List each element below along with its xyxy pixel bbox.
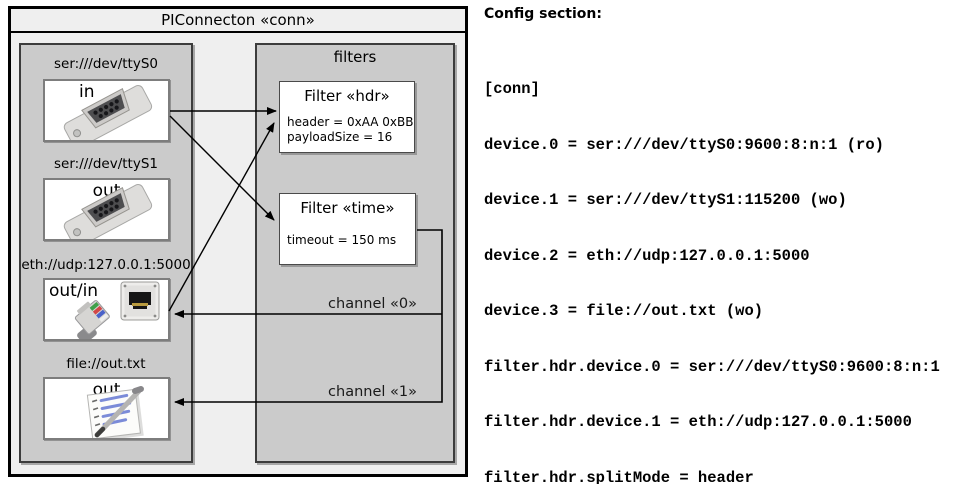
device-box-udp: out/in	[43, 278, 170, 341]
device-box-file: out	[43, 377, 170, 440]
config-line: filter.hdr.device.1 = eth://udp:127.0.0.…	[484, 413, 912, 431]
device-direction-label: out/in	[49, 281, 99, 301]
filter-title: Filter «hdr»	[304, 87, 390, 105]
config-line: filter.hdr.splitMode = header	[484, 468, 754, 484]
ethernet-connector-icon	[74, 281, 160, 339]
notepad-pen-icon	[86, 386, 144, 438]
config-line: device.0 = ser:///dev/ttyS0:9600:8:n:1 (…	[484, 135, 884, 154]
serial-connector-icon	[63, 184, 153, 239]
title-separator	[10, 31, 466, 33]
device-url-label: ser:///dev/ttyS1	[54, 156, 158, 172]
serial-connector-icon	[63, 85, 153, 140]
config-listing: [conn] device.0 = ser:///dev/ttyS0:9600:…	[484, 43, 949, 484]
config-line: device.1 = ser:///dev/ttyS1:115200 (wo)	[484, 191, 847, 209]
device-url-label: file://out.txt	[66, 356, 146, 372]
filters-panel-title: filters	[333, 48, 377, 66]
filter-attribute: payloadSize = 16	[287, 130, 393, 144]
filter-title: Filter «time»	[300, 199, 395, 217]
filter-attribute: header = 0xAA 0xBB	[287, 115, 414, 129]
device-box-ttyS0: in	[43, 79, 170, 142]
filter-card-hdr: Filter «hdr» header = 0xAA 0xBB payloadS…	[279, 81, 415, 153]
config-line: [conn]	[484, 80, 540, 98]
config-line: filter.hdr.device.0 = ser:///dev/ttyS0:9…	[484, 357, 940, 376]
device-url-label: ser:///dev/ttyS0	[54, 56, 158, 72]
diagram-title: PIConnecton «conn»	[161, 11, 315, 29]
config-heading: Config section:	[484, 6, 602, 22]
config-line: device.2 = eth://udp:127.0.0.1:5000	[484, 246, 810, 265]
device-url-label: eth://udp:127.0.0.1:5000	[21, 257, 191, 273]
filter-card-time: Filter «time» timeout = 150 ms	[279, 193, 416, 265]
device-direction-label: in	[79, 82, 95, 102]
device-box-ttyS1: out	[43, 178, 170, 241]
config-line: device.3 = file://out.txt (wo)	[484, 302, 764, 320]
filter-attribute: timeout = 150 ms	[287, 233, 397, 247]
